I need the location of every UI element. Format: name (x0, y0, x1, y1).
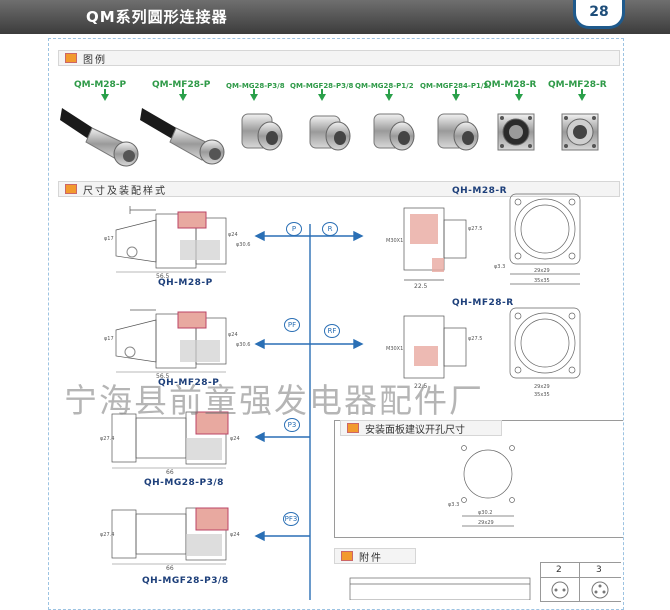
drawing-m28r-front: 29x29 35x35 φ3.3 (494, 193, 581, 285)
section-panel-title: 安装面板建议开孔尺寸 (365, 424, 465, 436)
dimension-diameter: φ27.4 (100, 532, 114, 538)
dimension-length: 66 (166, 469, 174, 476)
assembly-label-badge: RF (324, 324, 340, 338)
down-arrow-icon (179, 89, 187, 101)
section-accessories-title: 附件 (359, 552, 383, 564)
dimension-length: 22.5 (414, 383, 428, 390)
dimension-diameter: φ30.6 (236, 342, 250, 348)
dimension-diameter: φ24 (228, 232, 238, 238)
table-col-header: 3 (596, 565, 602, 575)
legend-label: QM-M28-P (74, 80, 127, 90)
drawing-caption: QH-M28-R (452, 186, 508, 196)
down-arrow-icon (250, 89, 258, 101)
pin-layout-icon (551, 581, 569, 599)
dimension-thread: M30X1 (386, 238, 403, 244)
dimension-length: 56.5 (156, 373, 170, 380)
section-marker-icon (347, 423, 359, 433)
section-legend-title: 图例 (83, 54, 107, 66)
drawing-mf28r-front: 29x29 35x35 (509, 307, 581, 398)
connector-plug-image (140, 108, 225, 165)
dimension-diameter: φ27.5 (468, 336, 482, 342)
connector-plug-image (437, 113, 479, 151)
drawing-panel-cutout: φ30.2 29x29 φ3.3 (448, 445, 515, 527)
page-title: QM系列圆形连接器 (86, 8, 228, 26)
section-accessories-header: 附件 (334, 548, 416, 564)
section-dimensions-header: 尺寸及装配样式 (58, 181, 620, 197)
dimension-diameter: φ27.4 (100, 436, 114, 442)
legend-label: QM-MF28-R (548, 80, 607, 90)
table-col-header: 2 (556, 565, 562, 575)
connector-socket-image (561, 113, 599, 151)
section-marker-icon (65, 53, 77, 63)
drawing-mf28r-side: M30X1 φ27.5 22.5 (386, 315, 482, 390)
down-arrow-icon (318, 89, 326, 101)
down-arrow-icon (515, 89, 523, 101)
assembly-connection-diagram (254, 224, 364, 600)
dimension-hole: φ3.3 (448, 502, 459, 508)
accessory-table: 2 3 (540, 562, 621, 602)
dimension-diameter: φ30.6 (236, 242, 250, 248)
dimension-width: 29x29 (534, 268, 550, 274)
connector-socket-image (497, 113, 535, 151)
dimension-diameter: φ24 (230, 436, 240, 442)
legend-label: QM-MF28-P (152, 80, 211, 90)
assembly-label-badge: PF (284, 318, 300, 332)
connector-plug-image (309, 115, 351, 151)
dimension-thread: M30X1 (386, 346, 403, 352)
down-arrow-icon (578, 89, 586, 101)
connector-plug-image (373, 113, 415, 151)
section-dimensions-title: 尺寸及装配样式 (83, 185, 167, 197)
assembly-label-badge: P3 (284, 418, 300, 432)
section-panel-header: 安装面板建议开孔尺寸 (340, 420, 502, 436)
drawing-caption: QH-M28-P (158, 278, 213, 288)
dimension-diameter: φ30.2 (478, 510, 492, 516)
down-arrow-icon (385, 89, 393, 101)
dimension-length: 66 (166, 565, 174, 572)
section-legend-header: 图例 (58, 50, 620, 66)
down-arrow-icon (452, 89, 460, 101)
section-marker-icon (65, 184, 77, 194)
dimension-diameter: φ17 (104, 336, 114, 342)
dimension-diameter: φ24 (228, 332, 238, 338)
dimension-width: 29x29 (478, 520, 494, 526)
page-number-badge: 28 (573, 0, 625, 29)
drawing-accessory (349, 577, 531, 600)
down-arrow-icon (101, 89, 109, 101)
drawing-mgf28p: 66 φ27.4 φ24 (100, 507, 240, 572)
dimension-diameter: φ24 (230, 532, 240, 538)
page-header: QM系列圆形连接器 (0, 0, 670, 34)
connector-plug-image (241, 113, 283, 151)
drawing-caption: QH-MF28-R (452, 298, 514, 308)
dimension-width: 35x35 (534, 278, 550, 284)
dimension-hole: φ3.3 (494, 264, 505, 270)
drawing-caption: QH-MG28-P3/8 (144, 478, 224, 488)
legend-label: QM-MGF28-P3/8 (290, 82, 354, 90)
assembly-label-badge: R (322, 222, 338, 236)
legend-label: QM-M28-R (484, 80, 537, 90)
legend-label: QM-MG28-P3/8 (226, 82, 285, 90)
assembly-label-badge: PF3 (283, 512, 299, 526)
dimension-diameter: φ27.5 (468, 226, 482, 232)
drawing-mg28p: 66 φ27.4 φ24 (100, 411, 240, 476)
dimension-length: 22.5 (414, 283, 428, 290)
drawing-caption: QH-MGF28-P3/8 (142, 576, 229, 586)
legend-label: QM-MGF284-P1/2 (420, 82, 489, 90)
dimension-width: 29x29 (534, 384, 550, 390)
dimension-length: 56.5 (156, 273, 170, 280)
drawing-m28r-side: 22.5 M30X1 φ27.5 (386, 207, 482, 290)
watermark-text: 宁海县前童强发电器配件厂 (64, 381, 484, 420)
pin-layout-icon (591, 581, 609, 599)
section-marker-icon (341, 551, 353, 561)
connector-plug-image (60, 108, 139, 167)
drawing-mf28p: 56.5 φ17 φ24 φ30.6 (104, 309, 250, 380)
dimension-width: 35x35 (534, 392, 550, 398)
drawing-m28p: 56.5 φ17 φ24 φ30.6 (104, 206, 250, 280)
legend-label: QM-MG28-P1/2 (355, 82, 414, 90)
dimension-diameter: φ17 (104, 236, 114, 242)
assembly-label-badge: P (286, 222, 302, 236)
drawing-caption: QH-MF28-P (158, 378, 220, 388)
